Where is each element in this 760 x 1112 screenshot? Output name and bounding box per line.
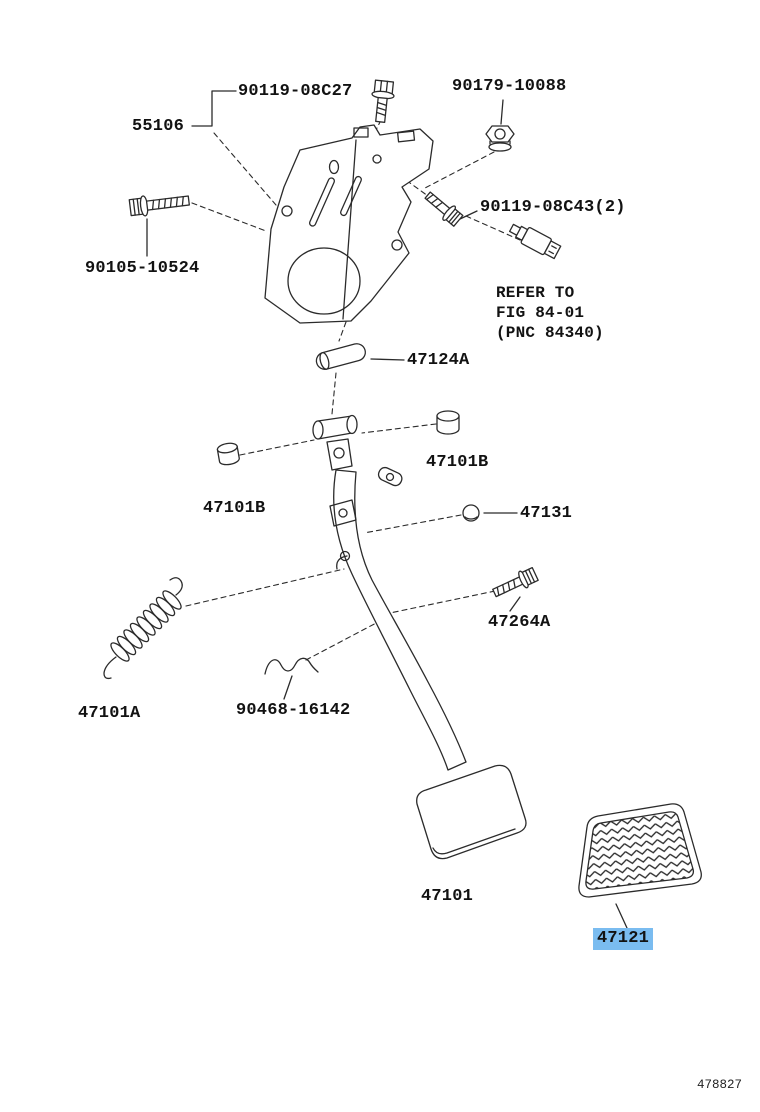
part-label-47131: 47131 [520,504,573,523]
cap-47131-drawing [462,504,480,522]
label-47121[interactable]: 47121 [593,928,654,950]
part-label-47101b-right: 47101B [426,453,489,472]
part-label-90119-08c27: 90119-08C27 [238,82,353,101]
pedal-pad-47121-drawing [578,803,702,898]
bushing-47101b-right-drawing [436,410,460,435]
refer-note-line2: FIG 84-01 [496,304,585,322]
callout-lines [146,90,628,929]
bolt-90119-08c43-drawing [424,191,464,227]
return-spring-47101a-drawing [103,577,183,680]
part-label-90119-08c43: 90119-08C43(2) [480,198,626,217]
nut-90179-10088-drawing [485,125,515,152]
bushing-47124a-drawing [315,343,366,370]
refer-note-line1: REFER TO [496,284,575,302]
pedal-bracket-drawing [264,124,434,324]
part-label-47264a: 47264A [488,613,551,632]
part-label-90179-10088: 90179-10088 [452,77,567,96]
part-label-47101a: 47101A [78,704,141,723]
pedal-arm-drawing [312,414,467,771]
part-label-47101b-left: 47101B [203,499,266,518]
part-label-90468-16142: 90468-16142 [236,701,351,720]
bolt-47264a-drawing [492,566,539,598]
pedal-plate-47101-drawing [416,764,527,860]
part-label-47101: 47101 [421,887,474,906]
dashed-leader-lines [185,119,521,661]
refer-note: REFER TO FIG 84-01 (PNC 84340) [496,283,604,343]
part-label-90105-10524: 90105-10524 [85,259,200,278]
drawing-number: 478827 [697,1078,743,1092]
bolt-90105-10524-drawing [128,195,190,217]
part-label-47124a: 47124A [407,351,470,370]
bolt-90119-08c27-drawing [371,79,395,123]
part-label-55106: 55106 [132,117,185,136]
clip-90468-16142-drawing [264,657,319,675]
bushing-47101b-left-drawing [216,442,240,466]
stop-lamp-switch-drawing [508,223,562,260]
refer-note-line3: (PNC 84340) [496,324,604,342]
